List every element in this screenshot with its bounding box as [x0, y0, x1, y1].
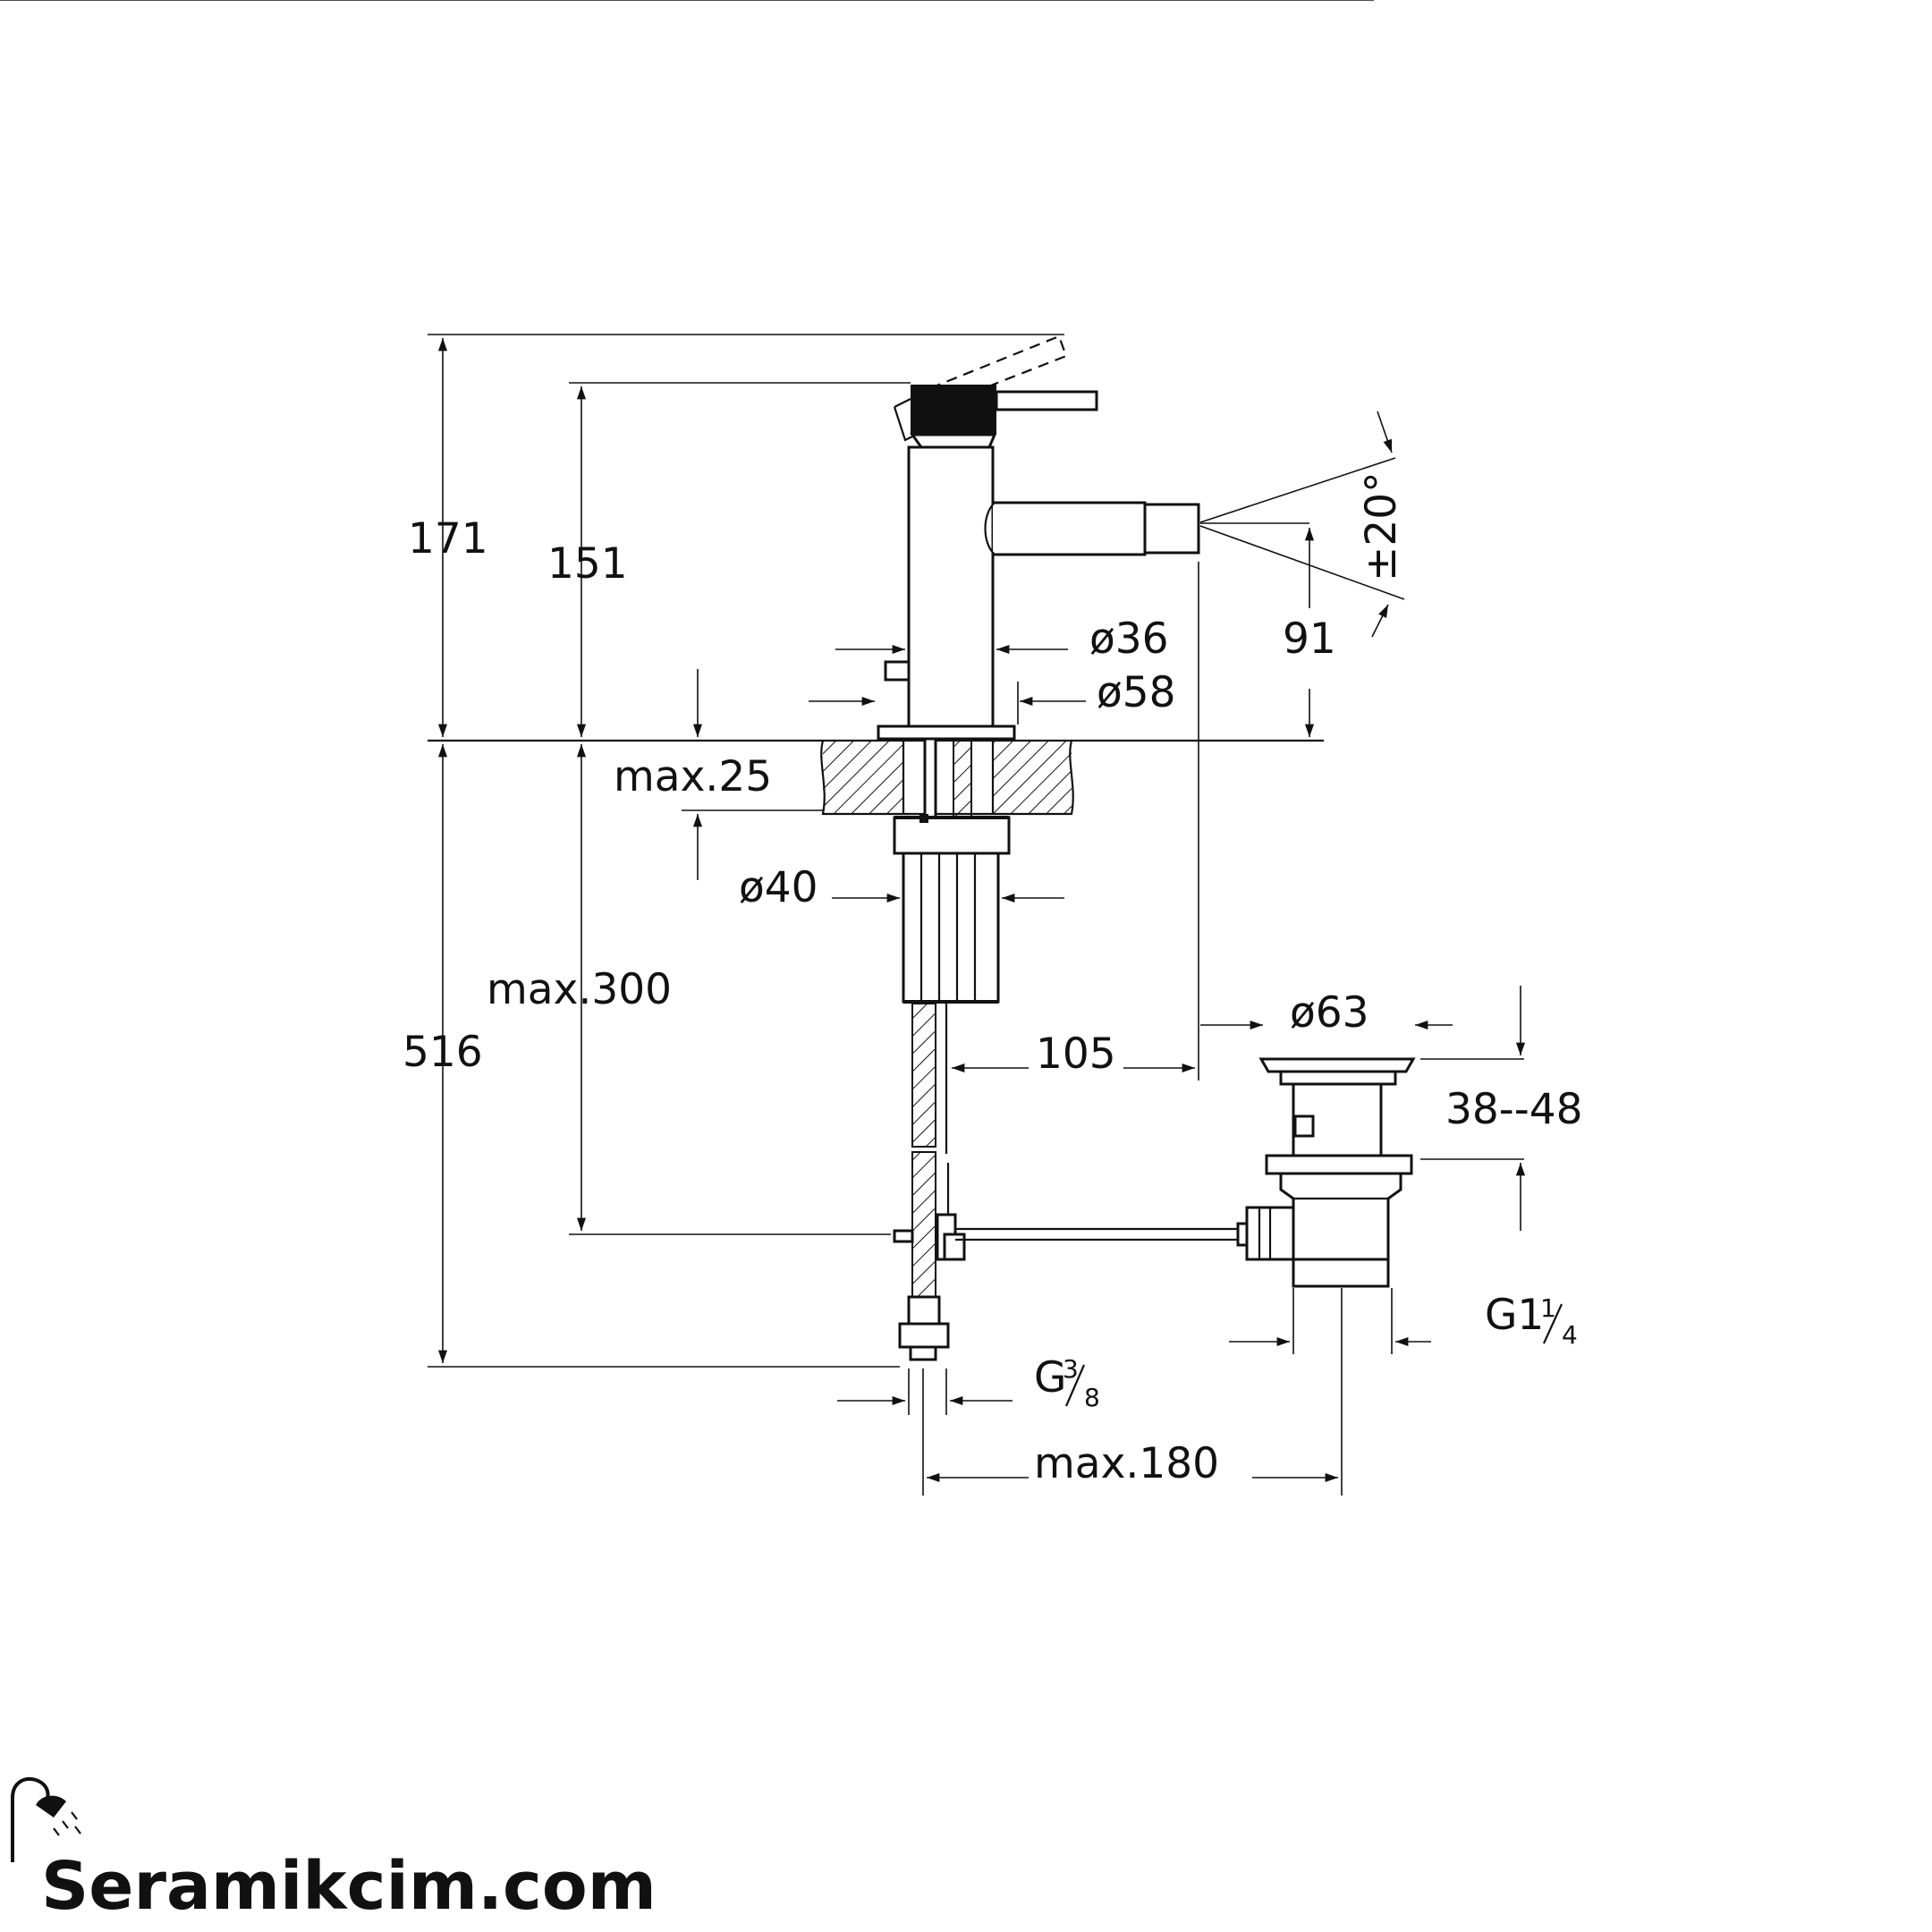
svg-text:3: 3 — [1063, 1354, 1079, 1384]
dim-g-3-8: G 3 8 — [1034, 1353, 1100, 1412]
waste-cap — [1258, 1057, 1416, 1073]
dim-151: 151 — [547, 539, 628, 589]
threaded-rod — [923, 737, 937, 821]
handle-alt-trace — [893, 406, 913, 442]
waste-assembly — [1245, 1057, 1416, 1288]
dim-diameter-63: ø63 — [1290, 988, 1369, 1038]
popup-knob — [884, 660, 911, 682]
waste-tail — [1292, 1258, 1390, 1288]
handle-cap — [910, 433, 997, 449]
dim-38-48: 38-‑48 — [1445, 1085, 1583, 1134]
svg-text:8: 8 — [1084, 1383, 1100, 1412]
brand-logo: Seramikcim.com — [11, 1777, 657, 1925]
handle-lever-alt — [929, 335, 1068, 402]
hose-lower — [911, 1151, 936, 1298]
spout — [993, 501, 1147, 556]
spout-tip — [1143, 503, 1200, 555]
handle-lever — [995, 390, 1098, 411]
shower-head-icon — [11, 1777, 81, 1862]
dimension-labels: 171 151 ø36 ø58 91 ±20° max.25 ø40 max.3… — [402, 471, 1583, 1488]
svg-text:G: G — [1034, 1353, 1066, 1402]
supply-hose — [893, 1003, 966, 1361]
hose-upper — [911, 1003, 936, 1148]
waste-throat — [1279, 1070, 1397, 1086]
dim-diameter-58: ø58 — [1097, 668, 1176, 717]
dim-max-180: max.180 — [1034, 1439, 1219, 1488]
handle-knob — [911, 385, 996, 435]
shank-fluted — [902, 852, 1000, 1004]
dim-diameter-36: ø36 — [1089, 614, 1169, 664]
dim-max-300: max.300 — [487, 965, 672, 1014]
dim-516: 516 — [402, 1028, 483, 1077]
hose-hatch-top — [953, 738, 972, 820]
dim-max-25: max.25 — [614, 752, 772, 801]
dim-105: 105 — [1036, 1030, 1116, 1079]
dim-171: 171 — [408, 514, 488, 564]
svg-text:G1: G1 — [1485, 1291, 1544, 1340]
deck-hatch-right — [993, 741, 1072, 814]
countertop — [428, 739, 1324, 816]
mounting — [893, 737, 1011, 1004]
base-flange — [877, 724, 1016, 741]
popup-rod — [955, 1222, 1250, 1247]
dimension-lines — [0, 0, 1526, 1496]
body-column — [907, 445, 995, 728]
deck-hatch-left — [823, 741, 903, 814]
dim-angle: ±20° — [1357, 471, 1406, 581]
brand-name: Seramikcim.com — [41, 1848, 657, 1925]
waste-flange — [1265, 1154, 1413, 1175]
mixer-body — [877, 335, 1200, 741]
svg-text:1: 1 — [1540, 1293, 1556, 1323]
dim-diameter-40: ø40 — [739, 863, 818, 912]
dim-91: 91 — [1283, 614, 1336, 664]
hose-fitting — [907, 1295, 941, 1326]
dim-g1-1-4: G1 1 4 — [1485, 1291, 1578, 1350]
mount-nut — [893, 816, 1011, 855]
svg-text:4: 4 — [1562, 1320, 1578, 1350]
waste-body-lower — [1279, 1172, 1402, 1261]
